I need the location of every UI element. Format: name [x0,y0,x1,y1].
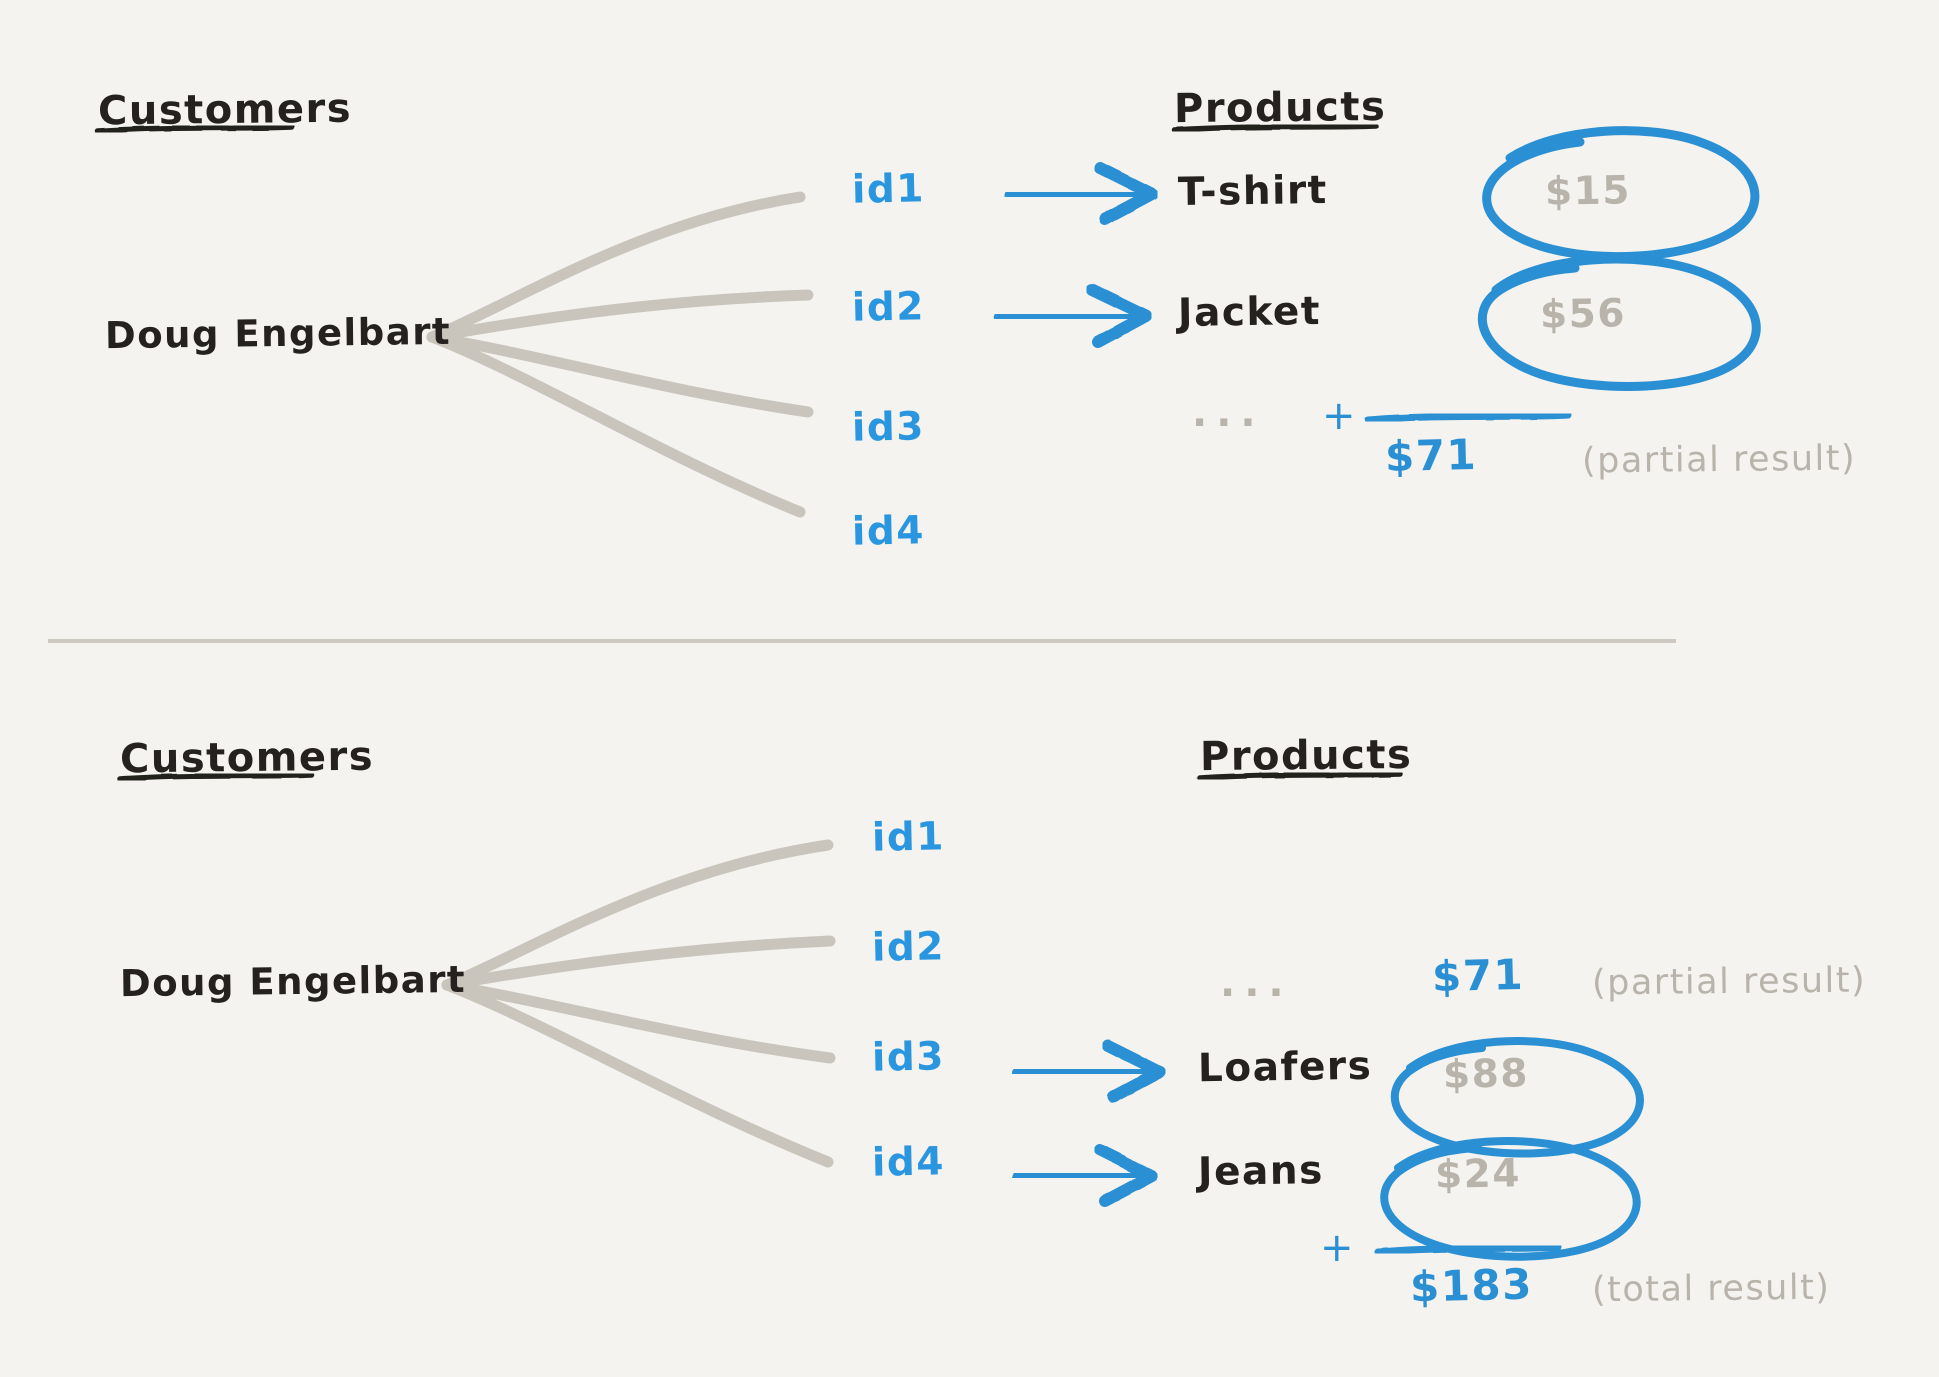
sum-rule-top [1364,411,1572,424]
customers-heading-top: Customers [97,85,353,135]
sum-value-top: $71 [1384,429,1478,482]
arrow-id1-to-tshirt [1004,162,1158,225]
id-label-top-1: id1 [851,166,926,213]
customer-name-top: Doug Engelbart [104,309,452,358]
product-name-loafers: Loafers [1197,1043,1373,1092]
id-label-top-3: id3 [851,404,926,451]
product-name-jeans: Jeans [1197,1148,1325,1195]
price-jeans: $24 [1434,1151,1522,1198]
customer-order-fan-bottom [441,839,836,1168]
plus-sign-bottom: + [1320,1225,1356,1271]
ellipsis-bottom: ... [1220,960,1293,1006]
arrow-id3-to-loafers [1012,1040,1166,1103]
id-label-bottom-3: id3 [871,1034,946,1081]
customer-order-fan-top [426,191,814,518]
id-label-bottom-4: id4 [871,1139,946,1186]
products-heading-bottom: Products [1199,731,1413,781]
id-label-top-2: id2 [851,284,926,331]
id-label-bottom-1: id1 [871,814,946,861]
price-jacket: $56 [1539,291,1627,338]
arrow-id4-to-jeans [1012,1144,1158,1207]
products-heading-top: Products [1173,83,1387,133]
sum-note-top: (partial result) [1581,438,1857,482]
customer-name-bottom: Doug Engelbart [119,957,467,1006]
plus-sign-top: + [1322,393,1358,439]
sum-value-bottom: $183 [1409,1259,1534,1312]
product-name-jacket: Jacket [1177,289,1322,336]
sum-note-bottom: (total result) [1591,1267,1831,1311]
carried-partial-value: $71 [1431,949,1525,1002]
arrow-id2-to-jacket [994,284,1152,348]
product-name-tshirt: T-shirt [1177,167,1329,216]
ellipsis-top: ... [1192,390,1265,436]
carried-partial-note: (partial result) [1591,960,1867,1004]
id-label-bottom-2: id2 [871,924,946,971]
sum-rule-bottom [1374,1243,1562,1256]
id-label-top-4: id4 [851,508,926,555]
customers-heading-bottom: Customers [119,733,375,783]
price-loafers: $88 [1442,1051,1530,1098]
price-tshirt: $15 [1544,168,1632,215]
